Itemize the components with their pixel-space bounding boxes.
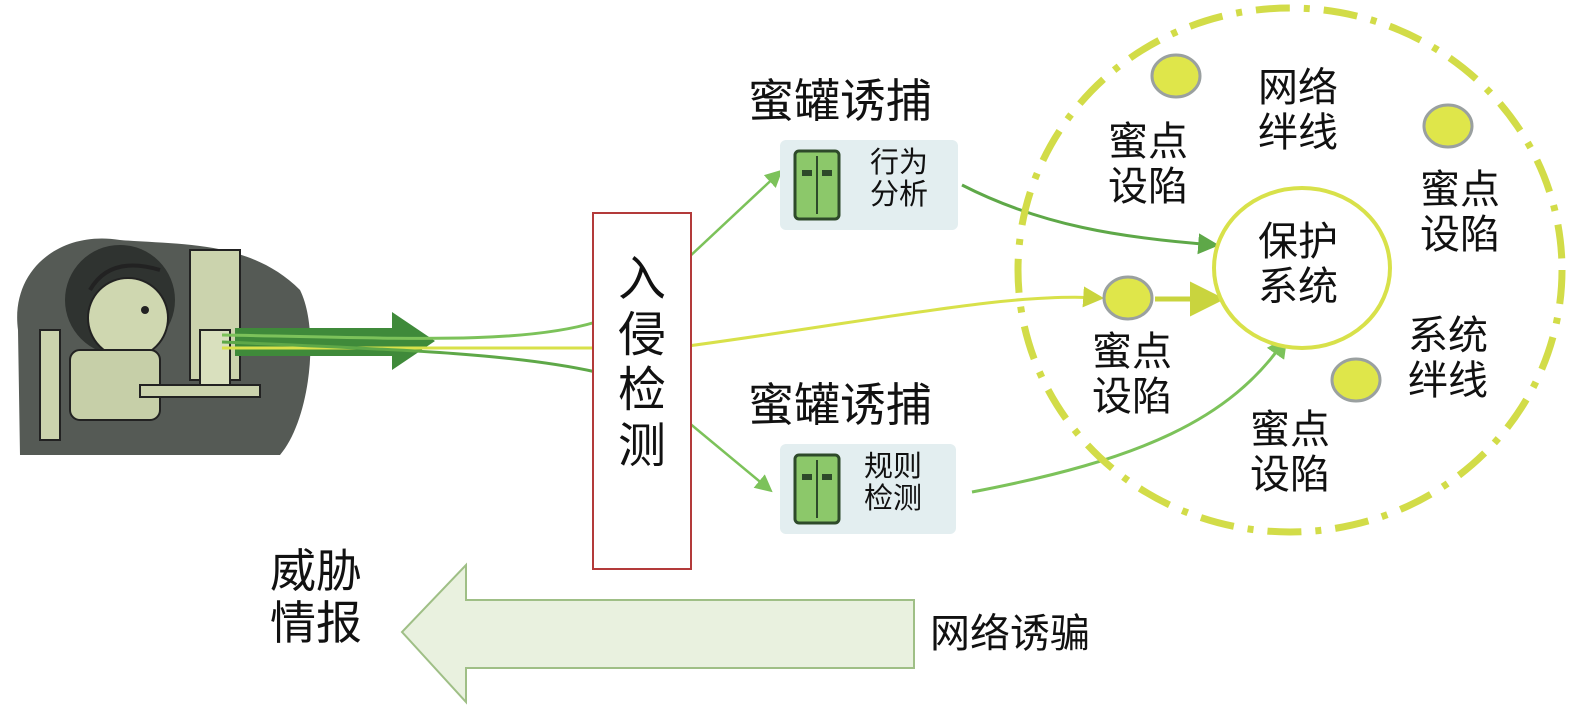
honeypoint-dots [1102,53,1474,403]
honeypoint-trap-label: 蜜点 设陷 [1092,329,1172,420]
network-deception-label: 网络诱骗 [930,611,1090,657]
rule-detection-module: 规则 检测 [780,444,956,534]
honeypoint-trap-label: 蜜点 设陷 [1250,407,1330,498]
protection-zone-ring [1014,4,1566,536]
behavior-to-core-arrow [961,183,1220,255]
rule-detection-label: 规则 检测 [864,449,923,516]
behavior-analysis-module: 行为 分析 [780,140,958,230]
honeypot-title-bottom: 蜜罐诱捕 [748,378,932,432]
attack-arrow [235,312,435,370]
honeypot-title-top: 蜜罐诱捕 [748,74,932,128]
behavior-analysis-label: 行为 分析 [870,145,929,212]
hacker-illustration [17,238,311,455]
ids-to-trap-beam [687,286,1105,348]
network-tripwire-label: 网络 绊线 [1258,65,1338,156]
honeypoint-trap-label: 蜜点 设陷 [1420,167,1500,258]
protected-system-circle [1212,186,1392,350]
ids-to-honeypot-arrows [687,169,783,493]
honeypoint-trap-label: 蜜点 设陷 [1108,119,1188,210]
intel-return-arrow [400,562,915,705]
protected-system-label: 保护 系统 [1258,219,1338,310]
server-icon [793,149,841,221]
system-tripwire-label: 系统 绊线 [1408,313,1488,404]
attack-beams [221,320,597,374]
intrusion-detection-box: 入 侵 检 测 [592,212,692,570]
rules-to-core-arrow [971,336,1288,494]
intrusion-detection-label: 入 侵 检 测 [617,251,666,475]
server-icon [793,453,841,525]
threat-intel-label: 威胁 情报 [270,544,362,650]
